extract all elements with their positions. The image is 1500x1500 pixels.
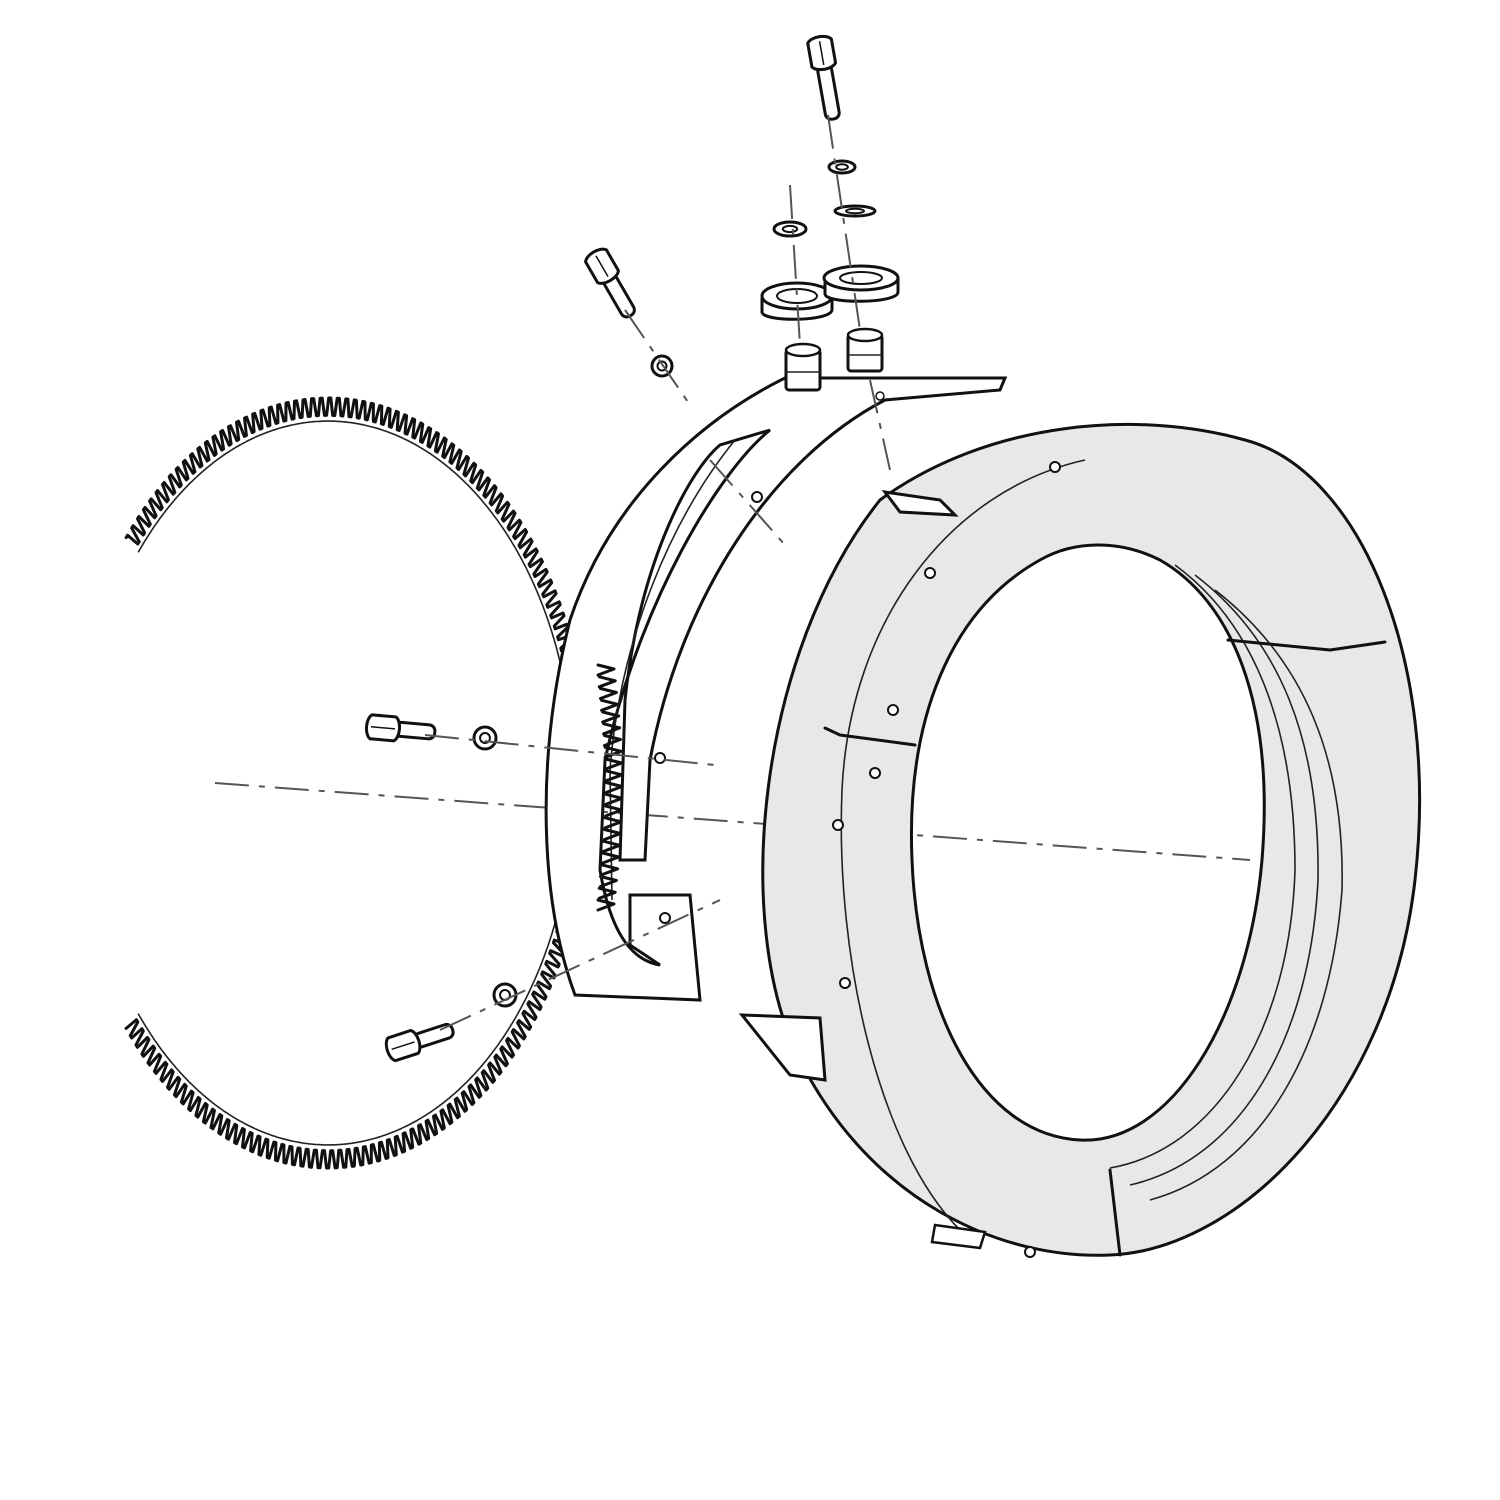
bearing-bushing-left bbox=[760, 281, 834, 321]
rack-teeth bbox=[596, 663, 624, 912]
guide-right-stud bbox=[869, 379, 891, 471]
bolt-top bbox=[806, 34, 841, 121]
bracket-hole-top bbox=[875, 391, 885, 401]
washer bbox=[827, 159, 857, 175]
guide-upper-bolt bbox=[624, 309, 691, 406]
assembly-guides bbox=[424, 114, 891, 1031]
bore-groove-2 bbox=[1129, 574, 1319, 1186]
clamp-ring-hole bbox=[869, 767, 881, 779]
center-axis-line bbox=[214, 782, 1251, 861]
bracket-hole-upper bbox=[751, 491, 763, 503]
washer bbox=[650, 354, 674, 378]
clamp-ring-holes bbox=[832, 461, 1061, 1258]
bore-groove-3 bbox=[1149, 589, 1343, 1201]
bearing-bushing-right bbox=[822, 264, 900, 303]
ring-gear-teeth bbox=[124, 396, 592, 1170]
split-joint-left bbox=[823, 726, 917, 747]
bolt-upper bbox=[584, 247, 636, 319]
washers bbox=[472, 159, 877, 1008]
top-notch bbox=[881, 489, 959, 517]
guide-mid-bolt bbox=[424, 734, 716, 766]
clamp-ring-hole bbox=[1024, 1246, 1036, 1258]
split-clamp-ring bbox=[738, 422, 1422, 1258]
bracket-hole-lower bbox=[659, 912, 671, 924]
clamp-ring-hole bbox=[832, 819, 844, 831]
gear-carrier-bracket bbox=[544, 376, 1008, 1002]
clamp-ring-hole bbox=[839, 977, 851, 989]
bottom-notch bbox=[738, 1013, 827, 1082]
studs bbox=[784, 327, 884, 392]
clamp-ring-hole bbox=[1049, 461, 1061, 473]
ring-gear bbox=[124, 396, 592, 1170]
stud-right bbox=[846, 327, 884, 373]
front-face-line bbox=[840, 459, 1086, 1231]
guide-left-bushing bbox=[789, 184, 801, 346]
clamp-ring-body bbox=[761, 422, 1422, 1257]
split-joint-bottom bbox=[1108, 1168, 1122, 1257]
bolt-lower bbox=[384, 1022, 455, 1063]
washer bbox=[472, 725, 498, 751]
washer bbox=[833, 204, 877, 218]
guide-top-bolt bbox=[827, 114, 861, 331]
bracket-hole-middle bbox=[654, 752, 666, 764]
mounting-bolts bbox=[365, 34, 841, 1063]
bolt-middle bbox=[365, 713, 437, 743]
washer bbox=[772, 220, 808, 238]
split-joint-right bbox=[1226, 638, 1387, 652]
bracket-slot-edge bbox=[609, 439, 736, 901]
guide-bracket-hole bbox=[709, 459, 786, 546]
stud-left bbox=[784, 342, 822, 392]
bracket-body bbox=[544, 376, 1008, 1002]
guide-lower-bolt bbox=[439, 899, 721, 1031]
clamp-ring-hole bbox=[924, 567, 936, 579]
clamp-ring-hole bbox=[887, 704, 899, 716]
bore-groove-1 bbox=[1109, 564, 1296, 1169]
bottom-lug bbox=[930, 1223, 987, 1250]
